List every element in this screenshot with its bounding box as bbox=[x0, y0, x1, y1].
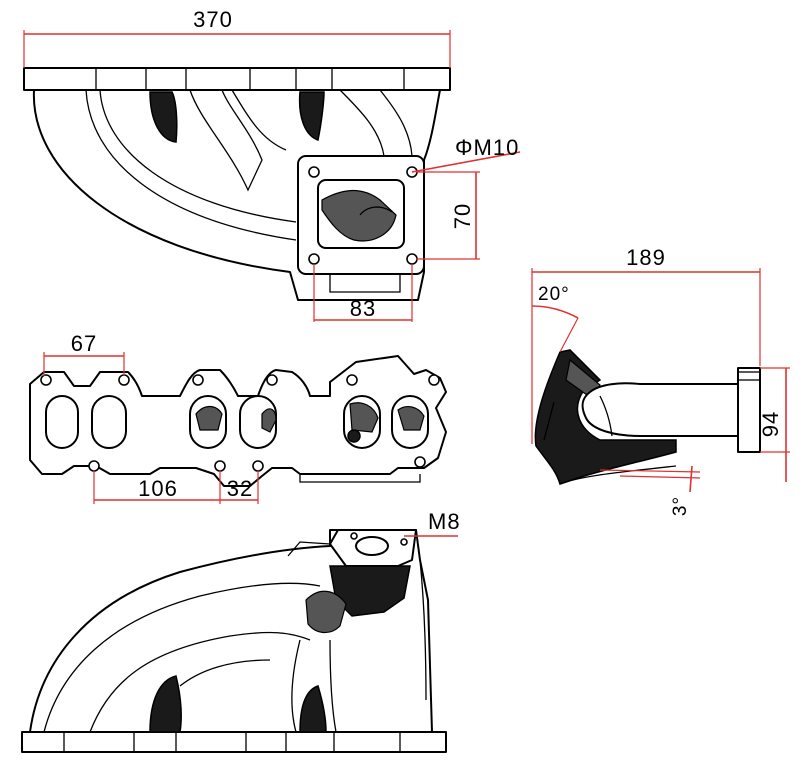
dim-20deg: 20° bbox=[531, 284, 579, 353]
flange-view bbox=[29, 355, 447, 487]
side-flange bbox=[737, 367, 761, 453]
front-view-flange-bar bbox=[21, 731, 447, 753]
dim-370: 370 bbox=[23, 7, 451, 68]
dim-m8-label: M8 bbox=[428, 509, 461, 534]
dim-m8: M8 bbox=[404, 509, 461, 537]
dim-m10: ΦM10 bbox=[411, 135, 521, 173]
front-view bbox=[21, 529, 447, 753]
dim-94-label: 94 bbox=[758, 411, 783, 437]
dim-83-label: 83 bbox=[350, 296, 376, 321]
top-view bbox=[23, 67, 451, 301]
dim-83: 83 bbox=[313, 264, 413, 322]
dim-370-label: 370 bbox=[193, 7, 233, 32]
dim-189-label: 189 bbox=[626, 245, 666, 270]
top-view-flange-bar bbox=[23, 67, 451, 91]
dim-189: 189 bbox=[531, 245, 761, 444]
dim-94: 94 bbox=[758, 367, 790, 482]
port-2 bbox=[91, 395, 127, 449]
dim-m10-label: ΦM10 bbox=[455, 135, 519, 160]
dim-20deg-label: 20° bbox=[538, 284, 570, 305]
dim-70: 70 bbox=[416, 171, 480, 260]
dim-3deg: 3° bbox=[599, 465, 701, 516]
side-view bbox=[534, 349, 761, 485]
dim-67: 67 bbox=[43, 331, 125, 376]
head-flange bbox=[29, 355, 447, 487]
dim-3deg-label: 3° bbox=[670, 496, 691, 516]
dim-67-label: 67 bbox=[71, 331, 97, 356]
port-1 bbox=[45, 395, 79, 449]
dim-106-label: 106 bbox=[138, 476, 178, 501]
dim-106-32: 106 32 bbox=[93, 470, 259, 504]
dim-70-label: 70 bbox=[450, 203, 475, 229]
dim-32-label: 32 bbox=[227, 476, 253, 501]
